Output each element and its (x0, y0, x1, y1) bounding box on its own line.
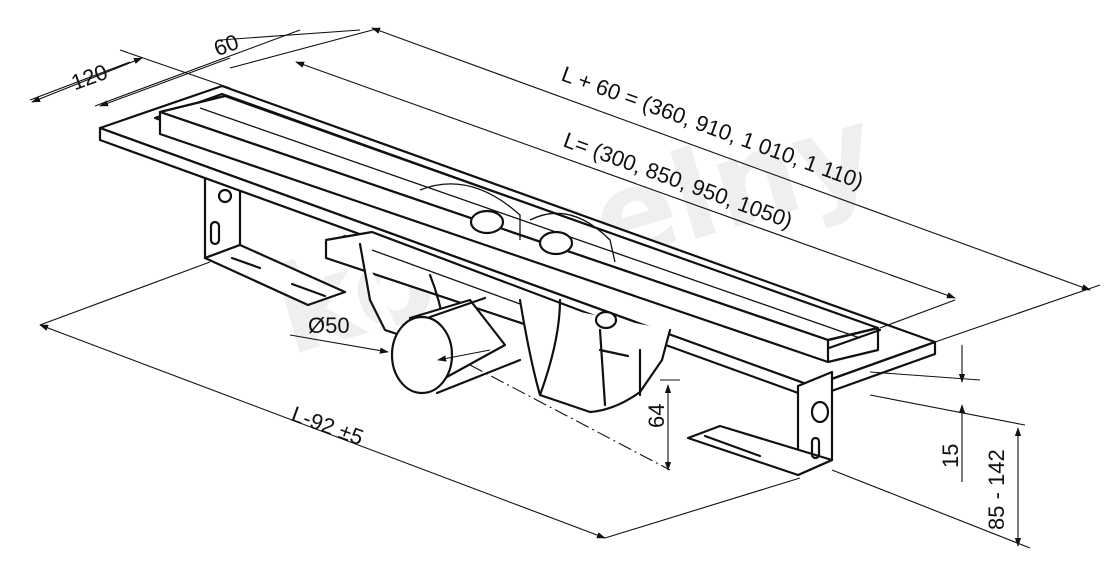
dim-label-120: 120 (68, 59, 111, 95)
dim-label-outlet-diameter: Ø50 (308, 313, 350, 338)
dim-label-15: 15 (938, 444, 963, 468)
dim-label-64: 64 (644, 404, 669, 428)
dimension-lines (29, 27, 1101, 549)
dim-label-60: 60 (210, 29, 242, 61)
dim-label-height-range: 85 - 142 (984, 449, 1009, 530)
dim-label-mount-span: L-92 ±5 (288, 401, 367, 450)
right-mounting-bracket (686, 370, 834, 477)
